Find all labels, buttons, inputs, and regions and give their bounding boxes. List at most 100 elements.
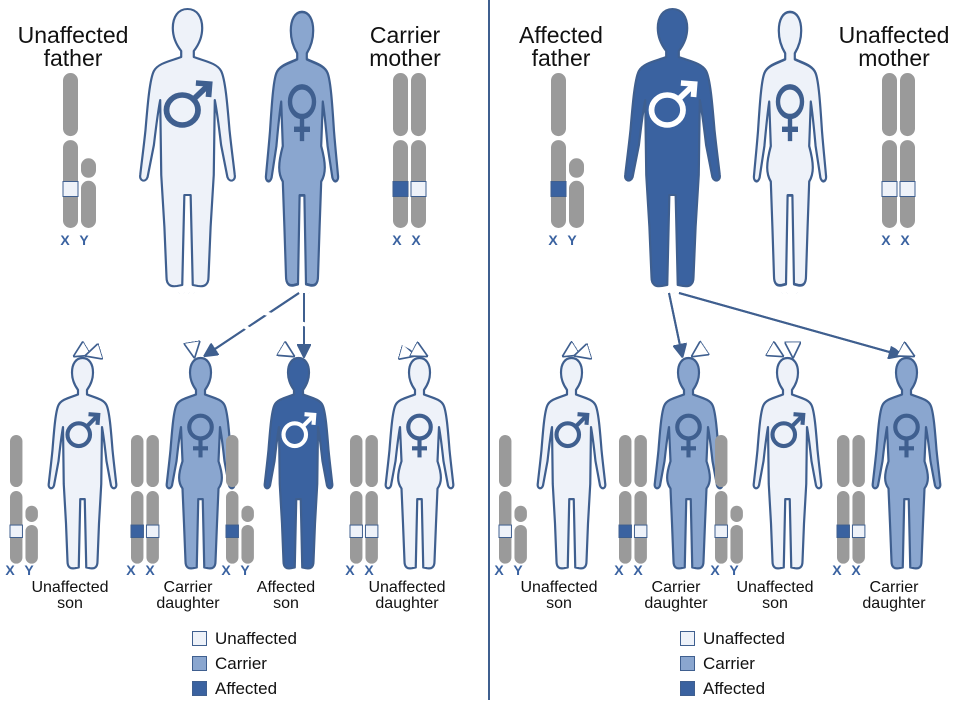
legend-item-carrier: Carrier: [680, 651, 785, 676]
chromosome-arm: [81, 181, 96, 228]
panel-1-child-3-chromosomes-x: [226, 435, 238, 564]
chromosome-arm: [10, 435, 22, 487]
panel-2-father-chromosomes-y: [569, 158, 584, 228]
gene-band: [900, 182, 915, 197]
legend-swatch-unaffected: [192, 631, 207, 646]
chromosome-arm: [63, 73, 78, 136]
chromosome-arm: [730, 506, 742, 522]
panel-2-child-1: [538, 358, 606, 568]
body-silhouette: [386, 358, 454, 568]
panel-1-father-chromosomes-y: [81, 158, 96, 228]
chromosome-arm: [146, 435, 158, 487]
panel-1-arrow-father-child-1: [76, 293, 179, 355]
chromosome-arm: [393, 73, 408, 136]
gene-band: [393, 182, 408, 197]
panel-1-father-xy: X Y: [56, 232, 96, 248]
panel-1-mother-label: Carriermother: [330, 24, 480, 70]
legend-swatch-unaffected: [680, 631, 695, 646]
chromosome-arm: [25, 525, 37, 564]
legend-swatch-affected: [192, 681, 207, 696]
gene-band: [146, 525, 158, 537]
chromosome-arm: [365, 435, 377, 487]
gene-band: [10, 525, 22, 537]
panel-1-child-1: [49, 358, 117, 568]
panel-1-child-2-xy: X X: [122, 562, 162, 578]
panel-1-child-3-chromosomes-y: [241, 506, 253, 564]
chromosome-arm: [514, 525, 526, 564]
panel-1-mother-xy: X X: [388, 232, 428, 248]
gene-band: [882, 182, 897, 197]
body-silhouette: [754, 12, 826, 285]
chromosome-arm: [882, 73, 897, 136]
panel-1-father-label: Unaffectedfather: [0, 24, 148, 70]
legend-swatch-carrier: [192, 656, 207, 671]
body-silhouette: [265, 358, 333, 568]
panel-1-child-4: [386, 358, 454, 568]
legend-label: Carrier: [215, 654, 267, 674]
gene-band: [619, 525, 631, 537]
gene-band: [131, 525, 143, 537]
legend-label: Unaffected: [215, 629, 297, 649]
legend-swatch-affected: [680, 681, 695, 696]
gene-band: [551, 182, 566, 197]
panel-2-child-3-xy: X Y: [706, 562, 746, 578]
panel-2-father-xy: X Y: [544, 232, 584, 248]
gene-band: [837, 525, 849, 537]
panel-1-child-1-xy: X Y: [1, 562, 41, 578]
body-silhouette: [167, 358, 235, 568]
gene-band: [350, 525, 362, 537]
chromosome-arm: [715, 435, 727, 487]
chromosome-arm: [634, 435, 646, 487]
panel-divider: [488, 0, 490, 700]
chromosome-arm: [226, 435, 238, 487]
chromosome-arm: [730, 525, 742, 564]
panel-2-mother: [754, 12, 826, 285]
gene-band: [852, 525, 864, 537]
panel-2-child-2-chromosomes-x1: [619, 435, 631, 564]
panel-1-father: [140, 9, 235, 286]
panel-2-child-2-xy: X X: [610, 562, 650, 578]
panel-2-arrow-father-child-3: [674, 293, 781, 355]
chromosome-arm: [25, 506, 37, 522]
legend-2: UnaffectedCarrierAffected: [680, 626, 785, 701]
legend-item-affected: Affected: [680, 676, 785, 701]
chromosome-arm: [619, 435, 631, 487]
panel-2-arrow-mother-child-2: [694, 293, 787, 355]
chromosome-arm: [837, 435, 849, 487]
chromosome-arm: [569, 158, 584, 178]
panel-1-child-3-xy: X Y: [217, 562, 257, 578]
body-silhouette: [655, 358, 723, 568]
body-silhouette: [49, 358, 117, 568]
panel-2-child-1-chromosomes-x: [499, 435, 511, 564]
panel-1-child-2: [167, 358, 235, 568]
chromosome-arm: [350, 435, 362, 487]
legend-label: Affected: [703, 679, 765, 699]
legend-swatch-carrier: [680, 656, 695, 671]
panel-1-father-chromosomes-x: [63, 73, 78, 228]
legend-item-unaffected: Unaffected: [680, 626, 785, 651]
chromosome-arm: [514, 506, 526, 522]
legend-label: Carrier: [703, 654, 755, 674]
panel-2-child-3: [754, 358, 822, 568]
gene-band: [226, 525, 238, 537]
panel-1-mother: [266, 12, 338, 285]
chromosome-arm: [81, 158, 96, 178]
panel-2-child-2: [655, 358, 723, 568]
panel-2-child-4-xy: X X: [828, 562, 868, 578]
panel-2-father-label: Affectedfather: [486, 24, 636, 70]
chromosome-arm: [499, 435, 511, 487]
legend-label: Unaffected: [703, 629, 785, 649]
body-silhouette: [873, 358, 941, 568]
panel-1-child-2-chromosomes-x2: [146, 435, 158, 564]
gene-band: [499, 525, 511, 537]
chromosome-arm: [411, 73, 426, 136]
panel-2-child-3-chromosomes-x: [715, 435, 727, 564]
body-silhouette: [266, 12, 338, 285]
panel-2-child-4-chromosomes-x2: [852, 435, 864, 564]
